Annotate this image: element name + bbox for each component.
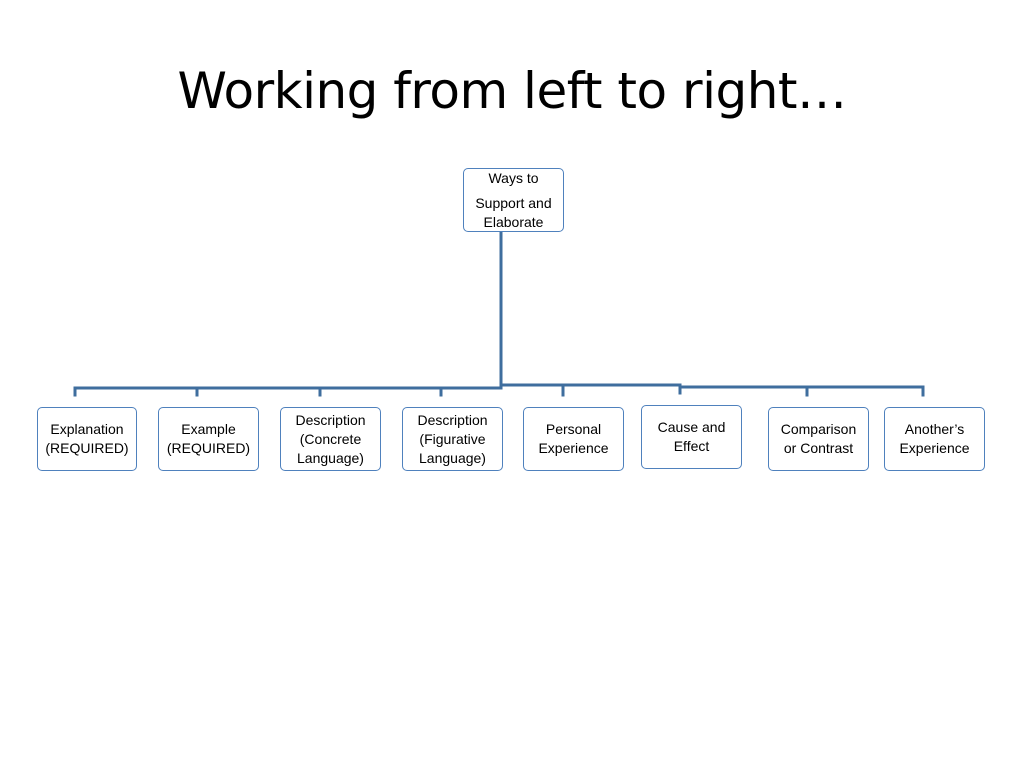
node-label-line: Comparison — [780, 421, 857, 437]
node-label-line: Another’s — [904, 421, 965, 437]
branch-bar — [73, 383, 925, 390]
node-root: Ways to Support and Elaborate — [463, 168, 564, 232]
node-description-concrete: Description (Concrete Language) — [280, 407, 381, 471]
node-label-line: Effect — [673, 438, 710, 454]
node-label-line: (Figurative — [419, 430, 486, 447]
node-cause-and-effect: Cause and Effect — [641, 405, 742, 469]
node-label-line: Explanation — [50, 421, 124, 437]
node-explanation: Explanation (REQUIRED) — [37, 407, 137, 471]
node-label-line: Personal — [545, 421, 602, 437]
node-label-line: Language) — [419, 449, 486, 466]
node-anothers-experience: Another’s Experience — [884, 407, 985, 471]
node-root-line: Elaborate — [483, 214, 544, 230]
node-label-line: Experience — [538, 440, 609, 456]
node-comparison-or-contrast: Comparison or Contrast — [768, 407, 869, 471]
node-personal-experience: Personal Experience — [523, 407, 624, 471]
node-label-line: Cause and — [657, 419, 726, 435]
node-label-line: (REQUIRED) — [166, 440, 251, 456]
node-label-line: Language) — [297, 449, 364, 466]
node-label-line: Example — [181, 421, 236, 437]
node-root-line: Support and — [475, 195, 552, 211]
slide-title: Working from left to right… — [177, 62, 847, 120]
node-label-line: or Contrast — [783, 440, 854, 456]
node-description-figurative: Description (Figurative Language) — [402, 407, 503, 471]
node-root-line: Ways to — [488, 170, 539, 186]
node-example: Example (REQUIRED) — [158, 407, 259, 471]
node-label-line: Description — [295, 411, 366, 428]
node-label-line: Description — [417, 411, 488, 428]
node-label-line: (REQUIRED) — [45, 440, 129, 456]
node-label-line: Experience — [899, 440, 970, 456]
node-label-line: (Concrete — [299, 430, 362, 447]
